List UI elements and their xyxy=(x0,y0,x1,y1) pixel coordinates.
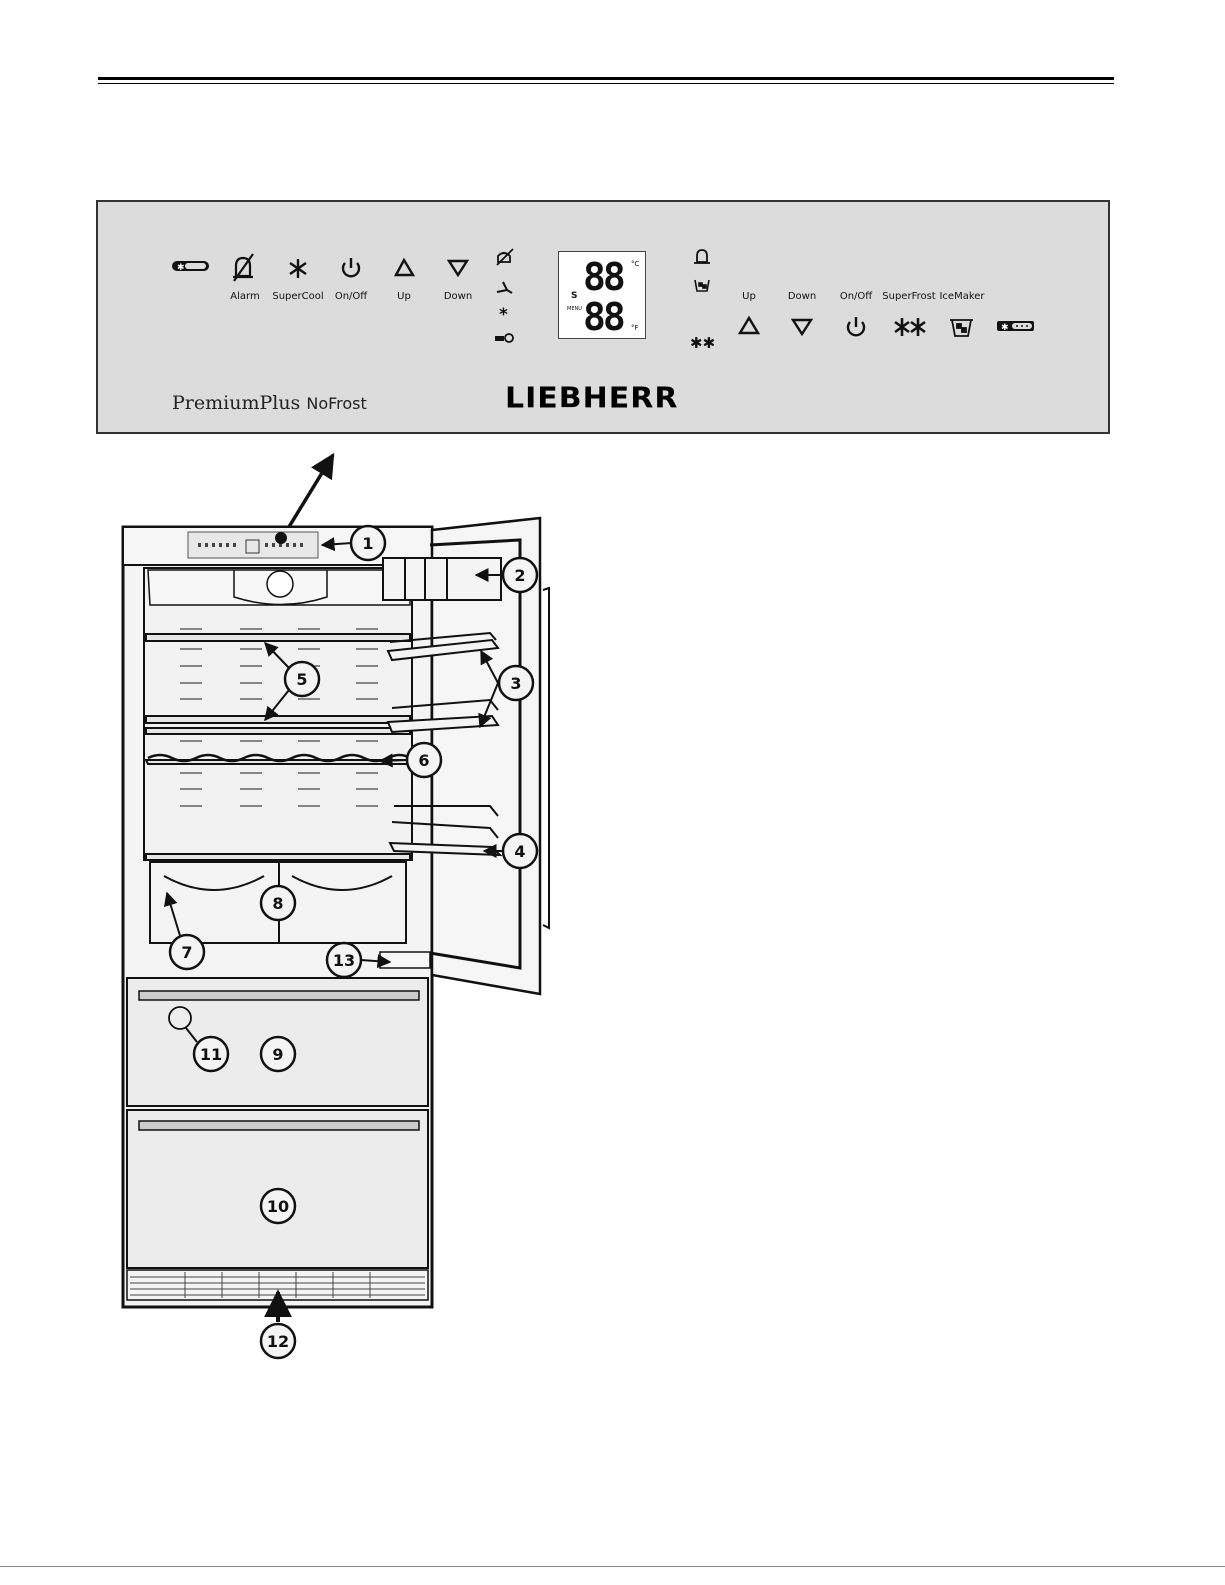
callout-2-text: 2 xyxy=(514,566,525,585)
right-power-icon[interactable] xyxy=(848,317,864,335)
liebherr-logo: LIEBHERR xyxy=(505,382,678,415)
label-onoff-right: On/Off xyxy=(840,291,872,302)
label-superfrost: SuperFrost xyxy=(882,291,935,302)
bell-icon xyxy=(694,250,710,263)
footer-rule xyxy=(0,1566,1225,1567)
supercool-icon[interactable] xyxy=(290,259,306,278)
label-down-left: Down xyxy=(444,291,472,302)
panel-indicator-dot xyxy=(275,532,287,544)
svg-text:✱: ✱ xyxy=(1001,323,1009,333)
callout-12-text: 12 xyxy=(267,1332,289,1351)
label-up-left: Up xyxy=(397,291,411,302)
door-switch-box xyxy=(380,952,430,968)
alarm-off-icon xyxy=(497,249,513,265)
lower-digits: 88 xyxy=(583,298,623,336)
callout-6-text: 6 xyxy=(418,751,429,770)
display-toggle-icon[interactable]: ✱ xyxy=(172,261,209,273)
label-alarm: Alarm xyxy=(230,291,259,302)
superfrost-status-icon: ✱✱ xyxy=(690,334,715,352)
unit-fahrenheit: °F xyxy=(631,324,639,332)
freezer-drawer-lower-handle xyxy=(139,1121,419,1130)
alarm-mute-icon[interactable] xyxy=(233,254,253,281)
temperature-display: 88 88 °C °F S MENU xyxy=(558,251,646,339)
right-down-triangle-icon[interactable] xyxy=(793,320,811,334)
callout-5-text: 5 xyxy=(296,670,307,689)
panel-pointer-arrow xyxy=(284,455,333,535)
s-mark: S xyxy=(571,291,577,301)
door-edge xyxy=(543,588,549,928)
callout-11-text: 11 xyxy=(200,1045,222,1064)
brand-suffix: NoFrost xyxy=(306,394,366,413)
callout-4-text: 4 xyxy=(514,842,525,861)
down-triangle-icon[interactable] xyxy=(449,261,467,275)
up-triangle-icon[interactable] xyxy=(396,260,413,275)
upper-digits: 88 xyxy=(583,258,623,296)
callout-8-text: 8 xyxy=(272,894,283,913)
callout-10-text: 10 xyxy=(267,1197,289,1216)
fridge-compartment xyxy=(144,568,412,860)
brand-name: PremiumPlus NoFrost xyxy=(172,392,367,414)
icemaker-status-icon xyxy=(695,280,709,291)
right-up-triangle-icon[interactable] xyxy=(740,318,758,333)
svg-text:✱: ✱ xyxy=(177,263,185,273)
label-down-right: Down xyxy=(788,291,816,302)
unit-celsius: °C xyxy=(631,260,639,268)
snowflake-icon: * xyxy=(499,305,508,325)
panel-icons-left: ✱ * ✱✱ xyxy=(0,0,1225,440)
label-supercool: SuperCool xyxy=(272,291,323,302)
brand-main: PremiumPlus xyxy=(172,392,300,414)
power-icon[interactable] xyxy=(343,258,359,276)
ventilation-icon xyxy=(497,282,512,293)
label-onoff-left: On/Off xyxy=(335,291,367,302)
callout-9-text: 9 xyxy=(272,1045,283,1064)
icemaker-knob xyxy=(169,1007,191,1029)
icemaker-icon[interactable] xyxy=(950,320,973,336)
superfrost-icon[interactable] xyxy=(895,318,925,336)
menu-mark: MENU xyxy=(567,306,582,312)
label-up-right: Up xyxy=(742,291,756,302)
callout-3-text: 3 xyxy=(510,674,521,693)
freezer-drawer-upper-handle xyxy=(139,991,419,1000)
callout-1-text: 1 xyxy=(362,534,373,553)
fridge-diagram: 1 2 3 4 5 6 7 8 9 10 11 12 13 xyxy=(0,440,620,1380)
callout-13-text: 13 xyxy=(333,951,355,970)
label-icemaker: IceMaker xyxy=(939,291,984,302)
right-display-toggle-icon[interactable]: ✱ xyxy=(997,321,1034,333)
fan-cover xyxy=(267,571,293,597)
key-lock-icon xyxy=(495,334,513,342)
callout-7-text: 7 xyxy=(181,943,192,962)
